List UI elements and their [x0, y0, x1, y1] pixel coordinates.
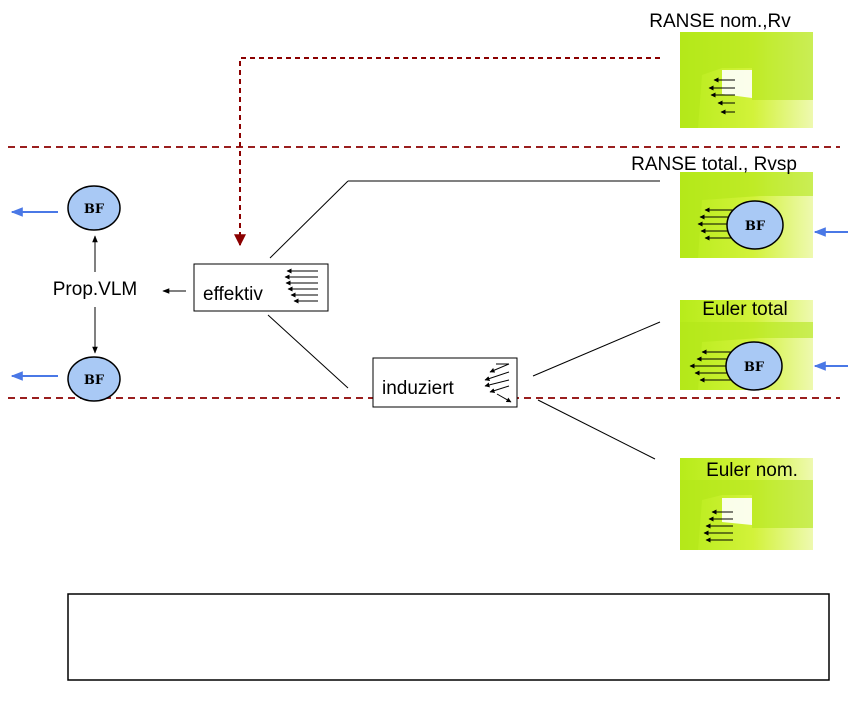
induziert-box: induziert [372, 357, 518, 408]
ranse-total-panel: RANSE total., Rvsp BF [631, 154, 813, 258]
induced-arrows-icon [484, 363, 512, 403]
ranse-nom-title: RANSE nom.,Rv [649, 11, 791, 32]
feedback-arrow [234, 57, 660, 247]
euler-nom-title: Euler nom. [706, 460, 798, 481]
bf-label: BF [744, 360, 765, 375]
euler-nom-panel: Euler nom. [680, 458, 813, 550]
wake-arrows-icon [703, 509, 733, 543]
bf-label: BF [84, 202, 105, 217]
connector-effektiv-ranse-total [269, 180, 349, 259]
caption-box [67, 593, 830, 681]
velocity-arrows-icon [284, 268, 318, 304]
connector-effektiv-induziert [267, 314, 349, 389]
bf-node-bottom: BF [67, 356, 121, 402]
connector-induziert-euler-nom [537, 399, 656, 460]
ranse-total-title: RANSE total., Rvsp [631, 154, 797, 175]
induziert-label: induziert [382, 378, 455, 399]
connector-induziert-euler-total [532, 321, 661, 377]
euler-total-panel: Euler total BF [680, 299, 813, 391]
prop-vlm-label: Prop.VLM [53, 279, 137, 300]
hull-stern-image [680, 32, 813, 128]
euler-total-title: Euler total [702, 299, 788, 320]
wake-arrows-icon [708, 77, 735, 115]
bf-node-top: BF [67, 185, 121, 231]
effektiv-box: effektiv [193, 263, 329, 312]
bf-label: BF [84, 373, 105, 388]
hull-stern-image [680, 458, 813, 550]
ranse-nom-panel: RANSE nom.,Rv [649, 11, 813, 128]
effektiv-label: effektiv [203, 284, 263, 305]
bf-label: BF [745, 219, 766, 234]
